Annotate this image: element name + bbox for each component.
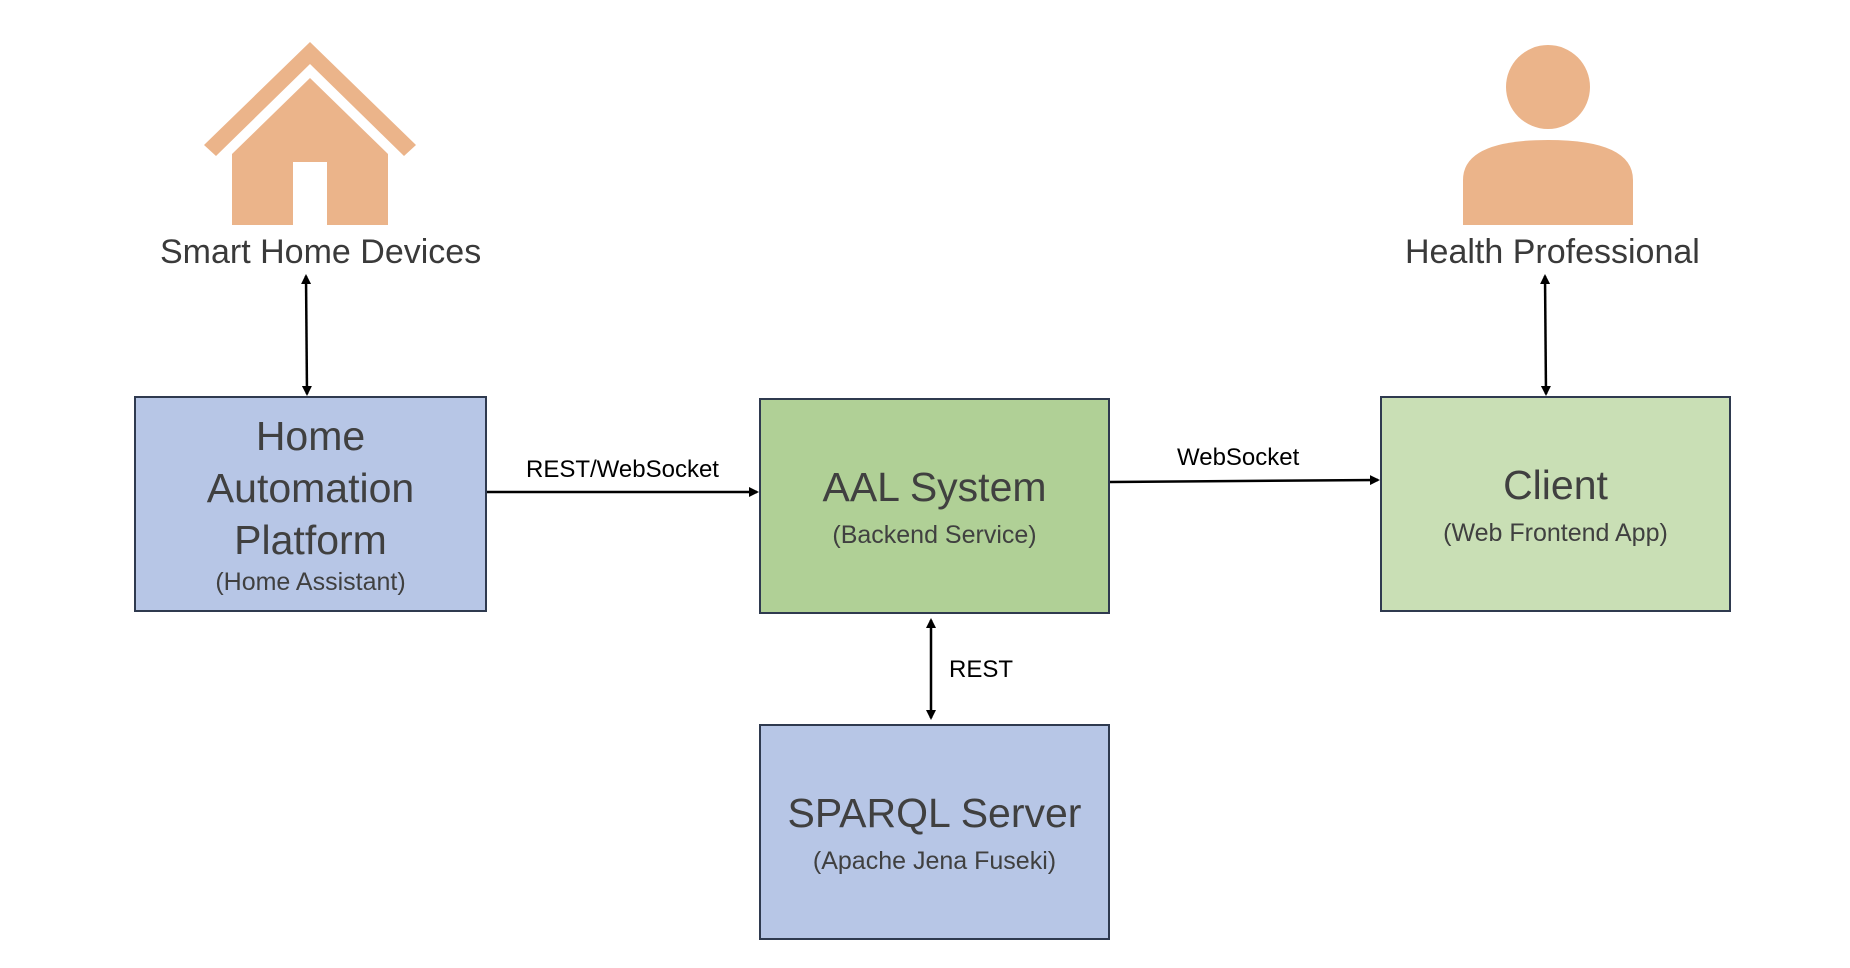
home-automation-platform-node: Home Automation Platform (Home Assistant…	[134, 396, 487, 612]
node-title: AAL System	[822, 464, 1047, 510]
health-professional-connector	[1540, 274, 1551, 396]
house-icon	[204, 42, 416, 225]
smart-home-connector	[301, 274, 312, 396]
aal-system-node: AAL System (Backend Service)	[759, 398, 1110, 614]
node-title: SPARQL Server	[787, 790, 1082, 836]
node-title: Home Automation Platform	[206, 413, 415, 563]
client-node: Client (Web Frontend App)	[1380, 396, 1731, 612]
person-icon	[1463, 45, 1633, 225]
node-subtitle: (Apache Jena Fuseki)	[812, 847, 1057, 875]
aal-to-client-connector	[1109, 475, 1380, 486]
sparql-server-node: SPARQL Server (Apache Jena Fuseki)	[759, 724, 1110, 940]
node-subtitle: (Home Assistant)	[215, 568, 406, 596]
edge-label-rest: REST	[949, 656, 1014, 683]
smart-home-devices-label: Smart Home Devices	[160, 233, 482, 271]
node-subtitle: (Backend Service)	[832, 521, 1037, 549]
edge-label-websocket: WebSocket	[1177, 444, 1300, 471]
edge-label-rest-websocket: REST/WebSocket	[526, 456, 719, 483]
node-subtitle: (Web Frontend App)	[1443, 519, 1668, 547]
node-title: Client	[1503, 462, 1608, 508]
health-professional-label: Health Professional	[1405, 233, 1700, 271]
